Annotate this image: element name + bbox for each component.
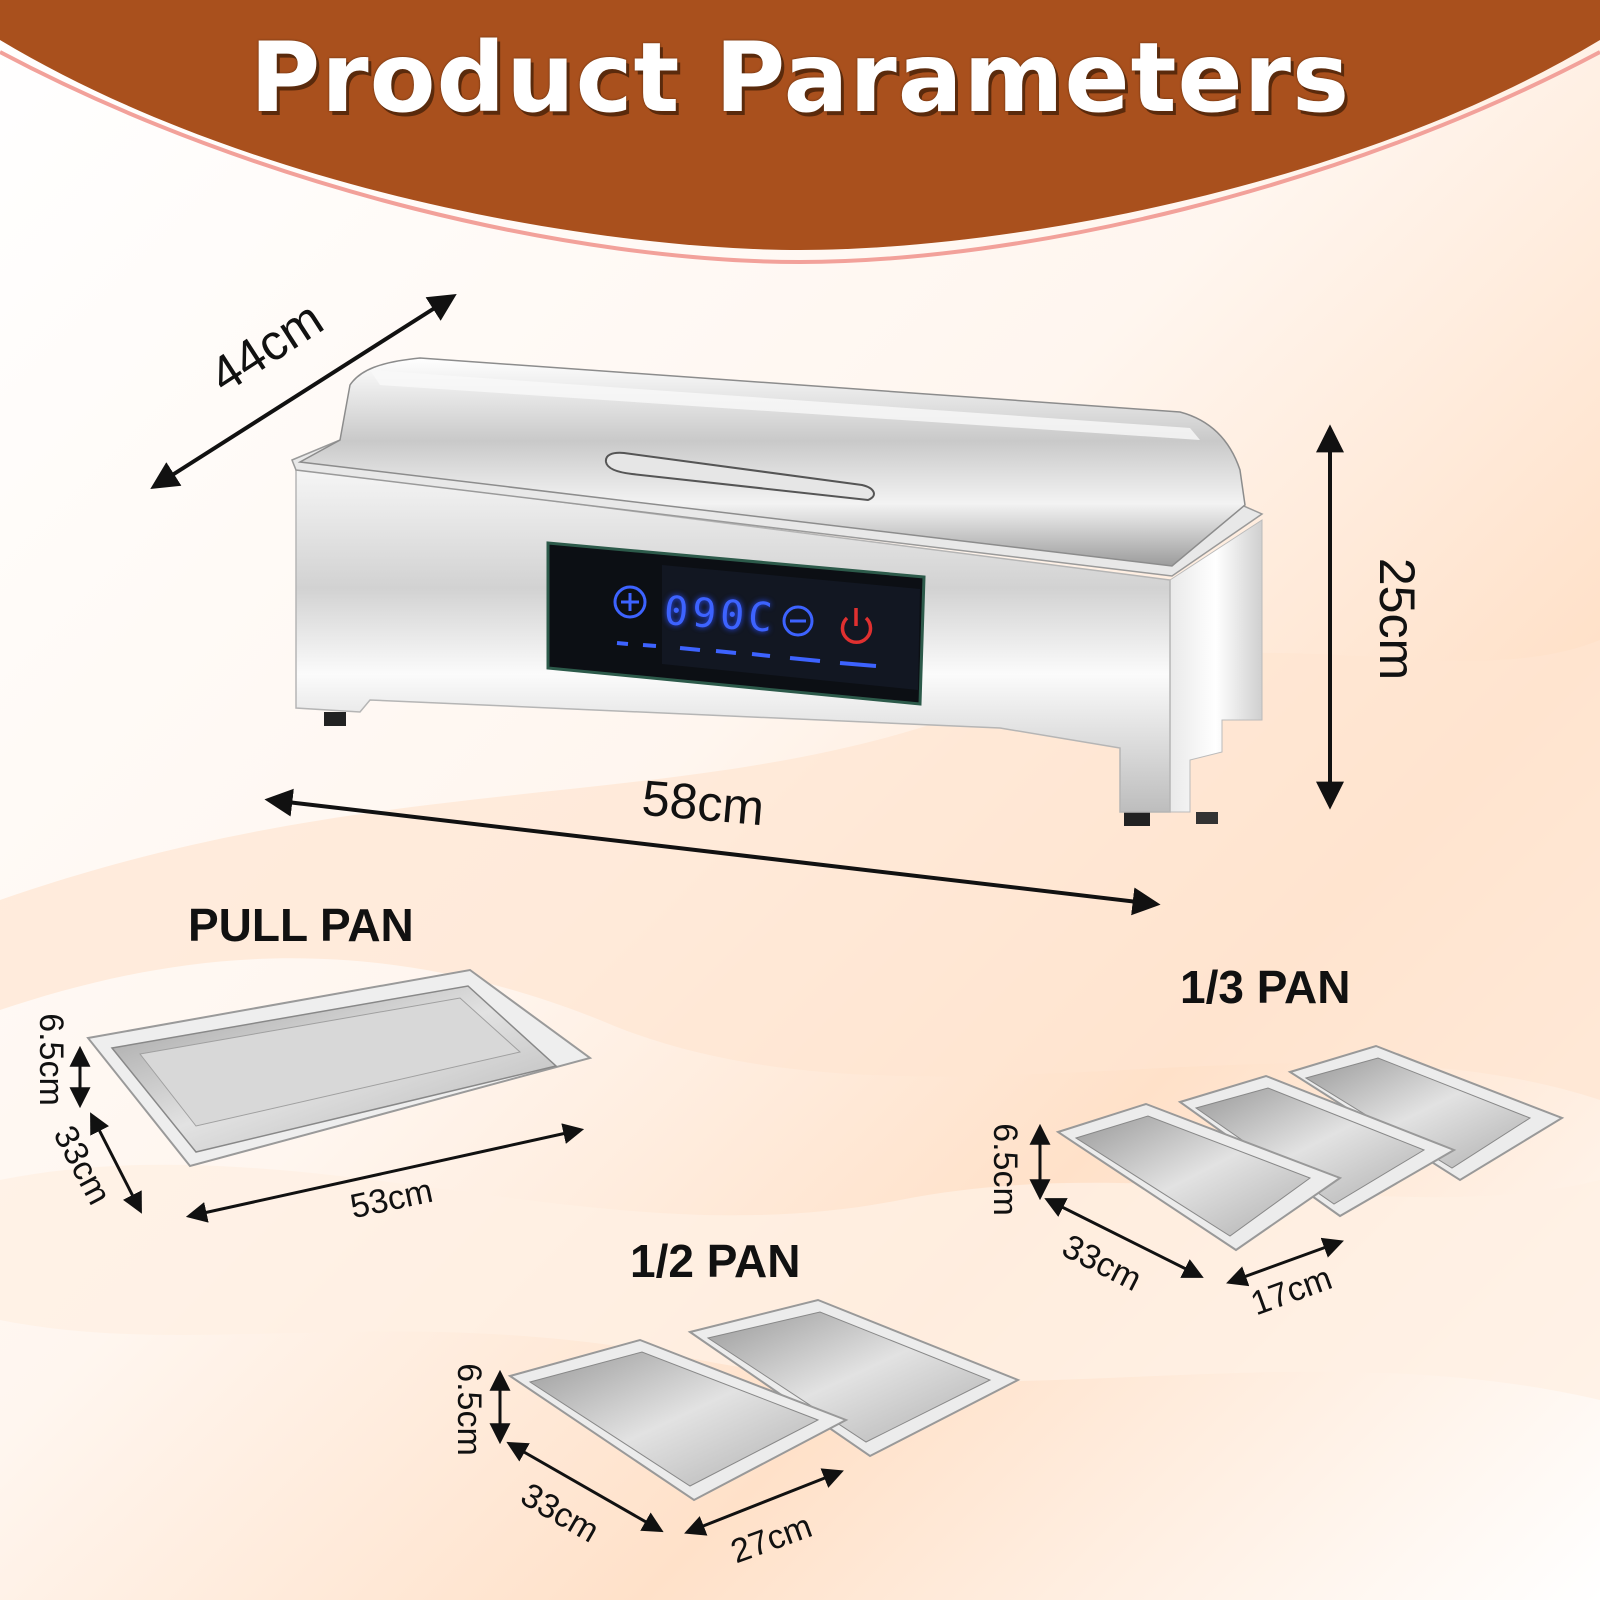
foot-front-right: [1124, 812, 1150, 826]
third-pan-title: 1/3 PAN: [1180, 961, 1351, 1013]
width-arrow: [264, 788, 1161, 916]
lid-highlight: [370, 370, 1200, 440]
minus-button[interactable]: [782, 605, 814, 637]
half-pans: [507, 1298, 1021, 1502]
body-side: [1169, 519, 1263, 813]
third-pan-height-label: 6.5cm: [985, 1123, 1024, 1216]
half-pan-depth-arrow: [506, 1441, 664, 1533]
third-pan-width-arrow: [1226, 1237, 1344, 1287]
third-pans: [1055, 1044, 1565, 1252]
full-pan-title: PULL PAN: [188, 899, 414, 951]
temperature-display: 090C: [662, 588, 778, 642]
display-window: [662, 565, 920, 690]
third-pan-depth-arrow: [1044, 1198, 1204, 1278]
depth-arrow: [150, 293, 457, 490]
chafing-dish: [291, 357, 1264, 826]
power-icon: [840, 616, 873, 645]
title-banner: [0, 0, 1600, 250]
full-pan-depth-arrow: [90, 1112, 142, 1214]
full-pan-bottom: [139, 997, 522, 1127]
plus-button[interactable]: [613, 585, 647, 619]
page-title: Product Parameters: [249, 22, 1351, 134]
half-pan-height-label: 6.5cm: [449, 1363, 488, 1456]
full-pan: [86, 968, 593, 1168]
foot-back-right: [1196, 812, 1218, 824]
half-pan-width-arrow: [684, 1468, 844, 1536]
half-pan-title: 1/2 PAN: [630, 1235, 801, 1287]
height-label: 25cm: [1369, 557, 1426, 681]
minus-icon: [782, 605, 814, 637]
banner-accent-line: [0, 50, 1600, 265]
plus-icon: [613, 585, 647, 619]
lid-handle[interactable]: [604, 451, 875, 502]
power-button[interactable]: [840, 608, 873, 645]
width-label: 58cm: [639, 769, 767, 837]
full-pan-height-label: 6.5cm: [31, 1013, 70, 1106]
foot-left: [324, 712, 346, 726]
indicator-dashes: [616, 641, 877, 668]
full-pan-width-arrow: [185, 1123, 585, 1223]
